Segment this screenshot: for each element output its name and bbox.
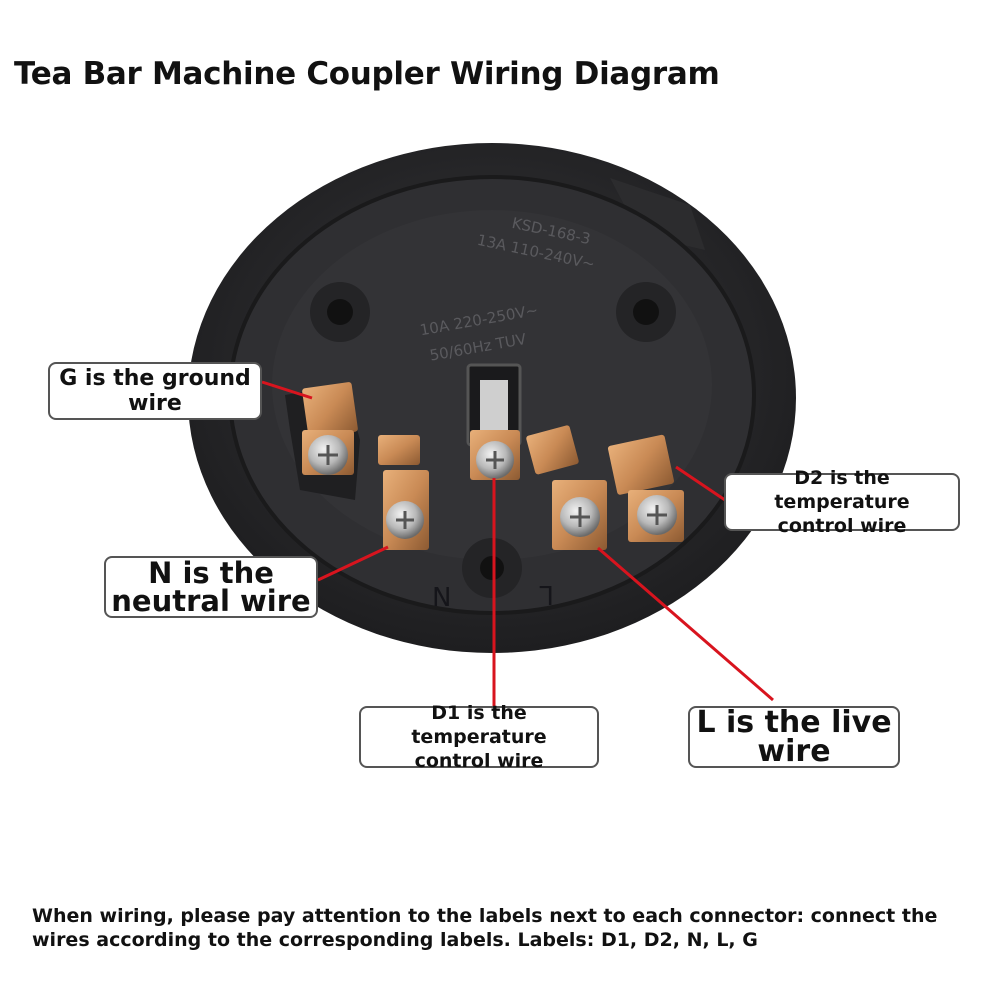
label-d1-line2: control wire — [414, 750, 544, 772]
label-d2-line1: D2 is the temperature — [774, 467, 910, 513]
coupler-tab — [610, 178, 705, 250]
label-d2-line2: control wire — [777, 515, 907, 537]
wiring-note: When wiring, please pay attention to the… — [32, 905, 938, 951]
terminal-n — [378, 435, 429, 550]
mounting-hole-right — [616, 282, 676, 342]
mounting-hole-left — [310, 282, 370, 342]
mounting-hole-bottom — [462, 538, 522, 598]
label-ground-line1: G is the ground — [59, 366, 251, 391]
label-live-line2: wire — [757, 734, 831, 769]
terminal-d1 — [470, 430, 520, 480]
label-ground-line2: wire — [128, 391, 182, 416]
engraving-mark-l: L — [539, 579, 554, 609]
terminal-d2 — [607, 434, 684, 542]
page-title: Tea Bar Machine Coupler Wiring Diagram — [14, 56, 720, 92]
leader-line-g — [261, 380, 313, 400]
terminal-g — [285, 382, 360, 500]
label-neutral-line2: neutral wire — [111, 584, 311, 618]
label-live-line1: L is the live — [696, 705, 892, 740]
leader-line-d2 — [675, 465, 726, 502]
label-neutral-line1: N is the — [148, 556, 274, 590]
engraving-mark-n: N — [432, 583, 451, 613]
leader-line-l — [597, 546, 774, 702]
label-d1-line1: D1 is the temperature — [411, 702, 547, 748]
leader-line-n — [317, 545, 389, 582]
terminal-l — [526, 425, 607, 550]
